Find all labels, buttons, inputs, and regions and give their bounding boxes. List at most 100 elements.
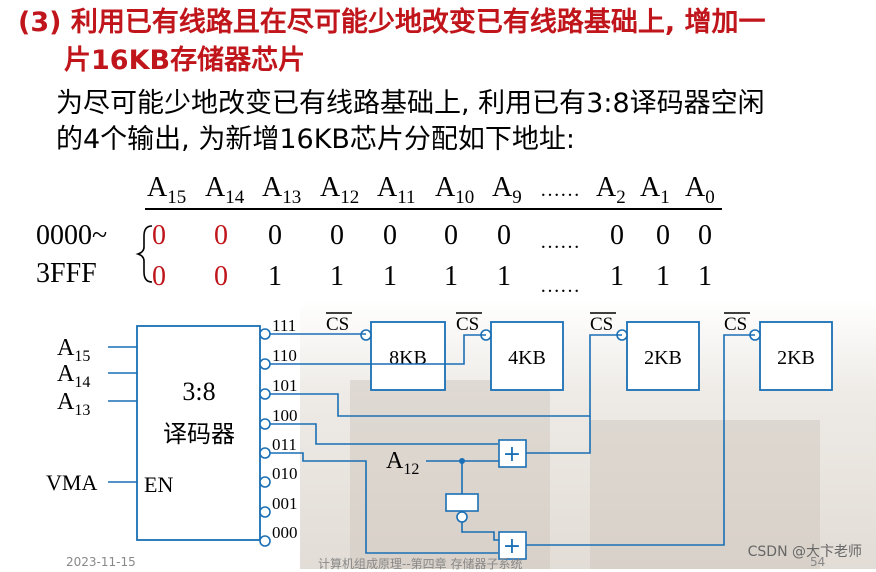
address-bit-header: A11 — [377, 172, 416, 208]
or-gate-symbol: + — [503, 534, 521, 559]
chip-select-label: CS — [724, 314, 747, 335]
title-line-1: (3) 利用已有线路且在尽可能少地改变已有线路基础上, 增加一 — [18, 7, 766, 38]
decoder-box — [136, 325, 261, 541]
inverter — [445, 493, 479, 512]
inverter-bubble — [456, 511, 468, 523]
address-bit-header: A13 — [262, 172, 301, 208]
address-bit-value: 1 — [268, 261, 282, 292]
decoder-input-label: A15 — [57, 335, 90, 365]
address-bit-value: 0 — [444, 220, 458, 251]
decoder-output-label: 010 — [272, 464, 298, 483]
decoder-input-label: A13 — [57, 389, 90, 419]
address-bit-header: A2 — [596, 172, 626, 208]
address-bit-value: 0 — [214, 261, 228, 292]
or2-out-wire — [526, 334, 755, 546]
decoder-output-label: 111 — [272, 316, 296, 335]
address-bit-header: A0 — [685, 172, 715, 208]
decoder-output-label: 001 — [272, 494, 298, 513]
or-gate — [498, 439, 527, 468]
address-bit-value: 1 — [698, 261, 712, 292]
output-bubble — [259, 476, 271, 488]
slide-title: (3) 利用已有线路且在尽可能少地改变已有线路基础上, 增加一 片16KB存储器… — [18, 4, 868, 80]
chip-select-label: CS — [590, 314, 613, 335]
footer-page: 54 — [810, 555, 826, 569]
row-ellipsis: …… — [540, 275, 580, 297]
header-ellipsis: …… — [540, 179, 580, 201]
address-bit-value: 0 — [152, 220, 166, 251]
wire-100 — [270, 423, 498, 445]
address-bit-value: 0 — [152, 261, 166, 292]
address-bit-header: A12 — [320, 172, 359, 208]
output-bubble — [259, 447, 271, 459]
memory-chip — [370, 321, 446, 391]
memory-chip — [626, 321, 700, 391]
inverter-out-wire — [461, 522, 499, 541]
or1-out-wire — [526, 416, 591, 454]
address-bit-value: 0 — [610, 220, 624, 251]
range-start-label: 0000~ — [36, 220, 107, 251]
memory-chip-label: 2KB — [777, 347, 815, 369]
decoder-output-label: 011 — [272, 435, 297, 454]
vma-label: VMA — [46, 470, 97, 495]
memory-chip-label: 8KB — [389, 347, 427, 369]
memory-chip — [490, 321, 564, 391]
output-bubble — [259, 535, 271, 547]
address-bit-value: 0 — [656, 220, 670, 251]
footer-course: 计算机组成原理--第四章 存储器子系统 — [318, 557, 523, 571]
row-ellipsis: …… — [540, 231, 580, 253]
decoder-output-label: 101 — [272, 376, 298, 395]
decoder-output-label: 000 — [272, 523, 298, 542]
decoder-label: 3:8 — [182, 377, 215, 406]
wire-110 — [270, 334, 486, 365]
chip-select-label: CS — [456, 314, 479, 335]
decoder-label-cn: 译码器 — [163, 420, 235, 448]
address-bit-value: 0 — [383, 220, 397, 251]
address-bit-header: A1 — [640, 172, 670, 208]
decoder-output-label: 100 — [272, 406, 298, 425]
address-bit-value: 0 — [214, 220, 228, 251]
body-paragraph: 为尽可能少地改变已有线路基础上, 利用已有3:8译码器空闲 的4个输出, 为新增… — [56, 86, 856, 158]
output-bubble — [259, 388, 271, 400]
address-bit-header: A9 — [492, 172, 522, 208]
wire-011 — [270, 452, 498, 554]
address-bit-value: 0 — [268, 220, 282, 251]
or-gate-symbol: + — [503, 442, 521, 467]
address-bit-value: 1 — [497, 261, 511, 292]
output-bubble — [259, 506, 271, 518]
range-brace — [135, 225, 153, 283]
memory-chip — [759, 321, 833, 391]
address-bit-value: 1 — [383, 261, 397, 292]
address-bit-value: 0 — [330, 220, 344, 251]
output-bubble — [259, 358, 271, 370]
address-bit-value: 1 — [330, 261, 344, 292]
cs-bubble — [360, 329, 372, 341]
address-bit-value: 1 — [610, 261, 624, 292]
address-bit-value: 0 — [497, 220, 511, 251]
address-bit-value: 0 — [698, 220, 712, 251]
body-line-2: 的4个输出, 为新增16KB芯片分配如下地址: — [56, 124, 576, 155]
background-block — [590, 420, 820, 569]
output-bubble — [259, 328, 271, 340]
body-line-1: 为尽可能少地改变已有线路基础上, 利用已有3:8译码器空闲 — [56, 88, 765, 119]
footer-date: 2023-11-15 — [66, 555, 136, 569]
title-line-2: 片16KB存储器芯片 — [64, 45, 306, 76]
decoder-input-label: A14 — [57, 361, 90, 391]
address-bit-value: 1 — [656, 261, 670, 292]
address-bit-value: 1 — [444, 261, 458, 292]
decoder-output-label: 110 — [272, 346, 297, 365]
watermark: CSDN @大卞老师 — [747, 544, 862, 560]
memory-chip-label: 4KB — [508, 347, 546, 369]
output-bubble — [259, 418, 271, 430]
chip-select-label: CS — [326, 314, 349, 335]
address-bit-header: A14 — [205, 172, 245, 208]
enable-label: EN — [144, 472, 173, 497]
memory-chip-label: 2KB — [644, 347, 682, 369]
range-end-label: 3FFF — [36, 258, 97, 289]
or-gate — [498, 531, 527, 560]
wire-101 — [270, 334, 622, 417]
a12-label: A12 — [386, 448, 419, 478]
address-bit-header: A10 — [435, 172, 474, 208]
